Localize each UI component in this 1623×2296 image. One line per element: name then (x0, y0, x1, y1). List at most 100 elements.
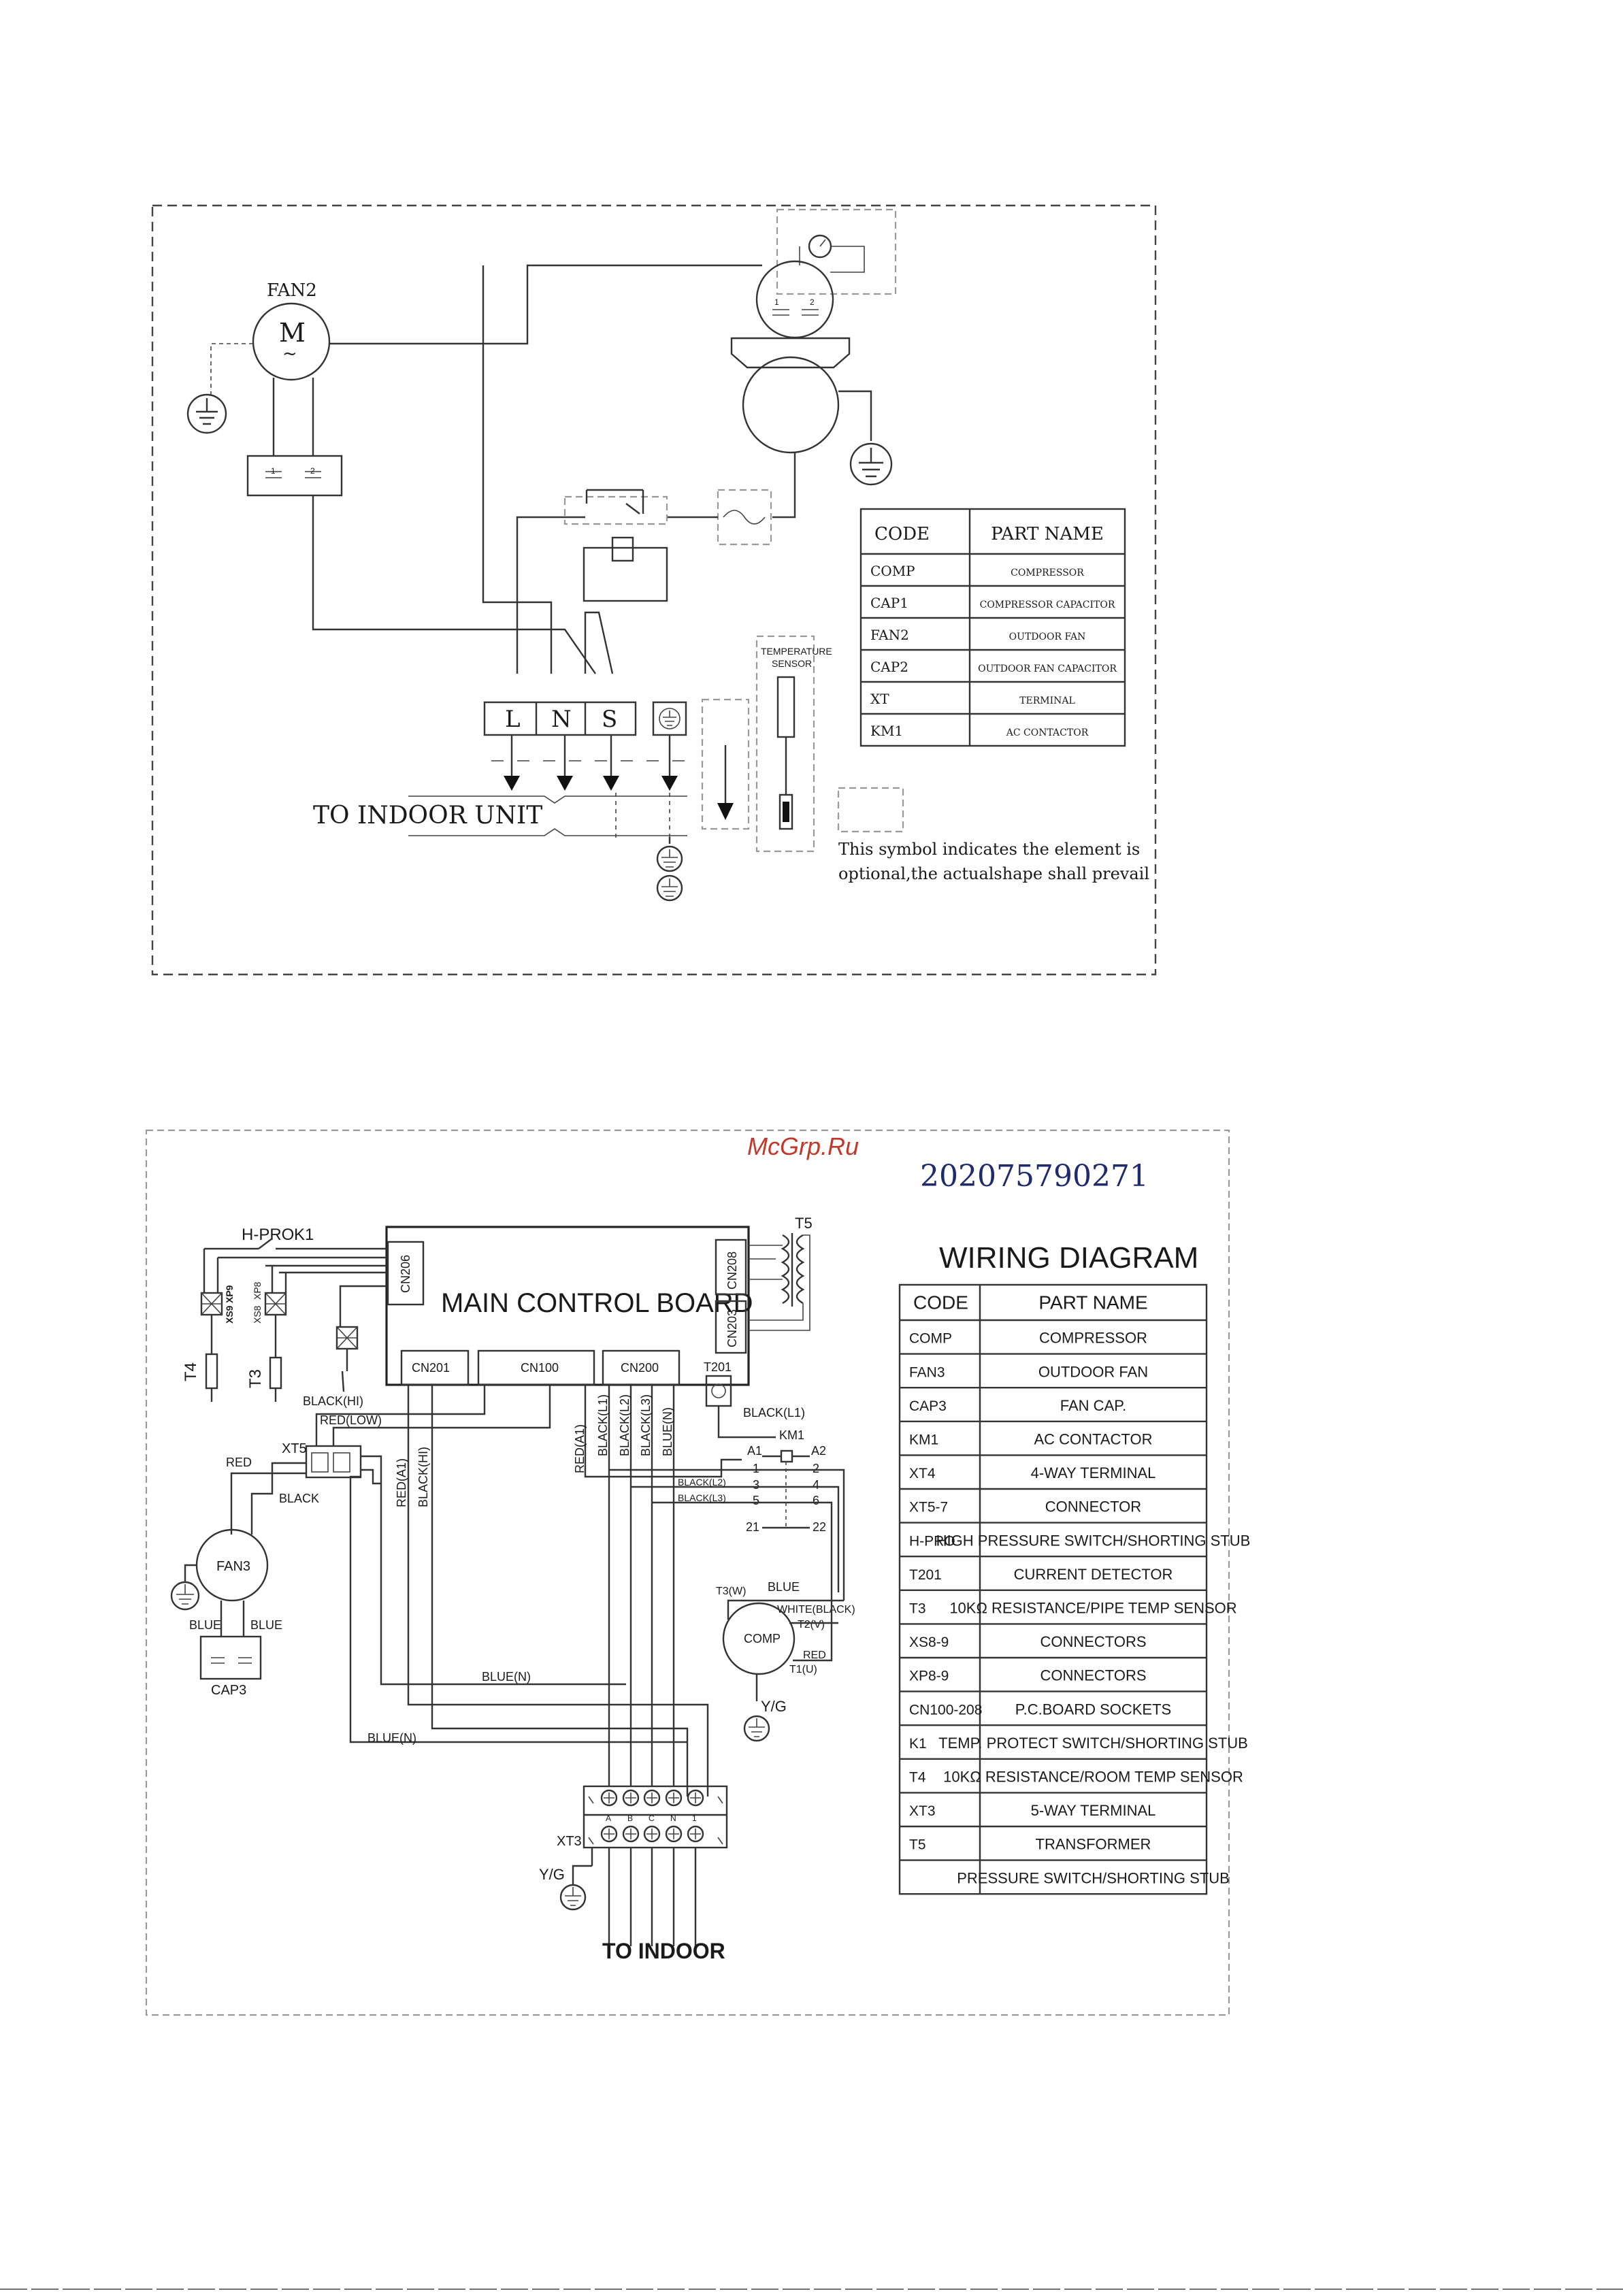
label-t201: T201 (704, 1360, 732, 1374)
fan2-ground-dash (210, 343, 253, 395)
indoor-ground-icon-1 (656, 845, 683, 872)
xt3-terminal-letter: N (670, 1814, 676, 1823)
indoor-ground-icon-2 (656, 874, 683, 902)
xt3-terminal-letter: C (649, 1814, 655, 1823)
table-cell-code: CN100-208 (909, 1702, 982, 1718)
km1-pin-1: 1 (753, 1462, 759, 1475)
table-cell-code: CAP3 (909, 1398, 947, 1414)
label-red-a1-v1: RED(A1) (395, 1458, 408, 1507)
comp-cap-pin-2: 2 (810, 297, 815, 307)
table-cell-code: XT3 (909, 1803, 936, 1819)
table-cell-part-name: COMPRESSOR CAPACITOR (980, 600, 1115, 610)
xt3-terminal-letter: A (606, 1814, 611, 1823)
km1-pin-6: 6 (813, 1494, 819, 1507)
label-red-low: RED(LOW) (320, 1413, 382, 1427)
connector-cn208: CN208 (725, 1251, 739, 1290)
table-cell-part-name: 5-WAY TERMINAL (1031, 1802, 1156, 1819)
label-comp: COMP (744, 1632, 781, 1645)
table-row: XT3 5-WAY TERMINAL (909, 1802, 1155, 1819)
bottom-diagram-border (145, 1129, 1230, 2016)
optional-arrow-box (701, 698, 750, 830)
table-header-code: CODE (874, 524, 930, 544)
terminal-block-lns: L N S (483, 701, 637, 736)
table-cell-part-name: 4-WAY TERMINAL (1031, 1464, 1156, 1481)
label-to-indoor: TO INDOOR (602, 1939, 725, 1963)
compressor-ground-icon (849, 442, 893, 486)
label-xs9: XS9 (224, 1305, 235, 1324)
km1-pin-3: 3 (753, 1478, 759, 1492)
label-t3: T3 (246, 1369, 265, 1388)
label-a2: A2 (811, 1444, 826, 1458)
xt3-terminal-letter: 1 (692, 1814, 697, 1823)
table-cell-part-name: COMPRESSOR (1039, 1330, 1147, 1347)
label-yg-indoor: Y/G (539, 1866, 565, 1883)
table-cell-part-name: HIGH PRESSURE SWITCH/SHORTING STUB (936, 1532, 1251, 1549)
hpro-switch-icon (204, 1238, 387, 1250)
fan-cap-pin-1: 1 (271, 466, 276, 476)
terminal-l: L (505, 706, 521, 733)
label-fan3: FAN3 (216, 1559, 250, 1574)
fan2-label: FAN2 (267, 280, 317, 301)
label-xt3: XT3 (557, 1834, 582, 1849)
top-diagram-border (151, 204, 1157, 976)
table-cell-code: T3 (909, 1601, 926, 1617)
table-cell-part-name: OUTDOOR FAN (1038, 1363, 1148, 1380)
cap3-capacitor-icon (199, 1635, 262, 1680)
label-black-l2-v: BLACK(L2) (618, 1394, 632, 1456)
label-black-l1-v: BLACK(L1) (596, 1394, 610, 1456)
table-cell-code: XS8-9 (909, 1635, 949, 1650)
optional-note-line-1: This symbol indicates the element is (838, 840, 1140, 859)
compressor-head (730, 337, 851, 369)
table-cell-code: XT5-7 (909, 1500, 948, 1515)
km1-pin-21: 21 (746, 1520, 759, 1534)
label-blue-right: BLUE (250, 1618, 282, 1632)
table-cell-code: CAP2 (870, 659, 908, 675)
table-cell-code: T5 (909, 1837, 926, 1853)
xt3-ground-icon (559, 1884, 587, 1911)
comp-cap-pin-1: 1 (774, 297, 779, 307)
xt3-screw-row: A B C N 1 (600, 1789, 704, 1843)
watermark-mcgrp: McGrp.Ru (747, 1132, 859, 1160)
table-cell-code: XT4 (909, 1466, 936, 1481)
label-black-l2-h: BLACK(L2) (678, 1477, 726, 1488)
table-cell-code: COMP (909, 1331, 952, 1347)
label-black-fan: BLACK (279, 1492, 319, 1505)
table-cell-code: H-PRO (909, 1533, 955, 1549)
label-t2v: T2(V) (798, 1619, 825, 1630)
table-cell-part-name: COMPRESSOR (1011, 568, 1084, 578)
table-cell-code: FAN3 (909, 1364, 945, 1380)
temp-sensor-probe-icon (776, 676, 796, 738)
label-t4: T4 (182, 1362, 200, 1381)
connector-xs9-xp9-icon (200, 1292, 223, 1402)
xt3-screw-icon (622, 1789, 640, 1807)
connector-cn206-sensor-icon (335, 1285, 387, 1392)
table-row: FAN3 OUTDOOR FAN (909, 1363, 1148, 1380)
table-cell-code: T4 (909, 1770, 926, 1786)
fan3-ground-icon (170, 1581, 200, 1611)
temperature-sensor-box (755, 635, 815, 853)
label-blue-left: BLUE (189, 1618, 221, 1632)
table-cell-part-name: 10KΩ RESISTANCE/PIPE TEMP SENSOR (949, 1600, 1236, 1617)
table-cell-part-name: OUTDOOR FAN CAPACITOR (978, 663, 1117, 674)
connector-cn206: CN206 (399, 1255, 412, 1293)
label-t1u: T1(U) (789, 1664, 817, 1675)
label-yg-comp: Y/G (761, 1698, 787, 1715)
xt3-terminal-letter: B (627, 1814, 633, 1823)
table-cell-part-name: CURRENT DETECTOR (1014, 1566, 1173, 1583)
fan-capacitor-box (246, 455, 343, 497)
contactor-km1-icon (762, 1449, 810, 1529)
label-black-l3-v: BLACK(L3) (639, 1394, 653, 1456)
table-cell-code: XT (870, 691, 889, 707)
top-to-indoor-unit: TO INDOOR UNIT (313, 802, 542, 830)
table-row: T3 10KΩ RESISTANCE/PIPE TEMP SENSOR (909, 1600, 1237, 1617)
